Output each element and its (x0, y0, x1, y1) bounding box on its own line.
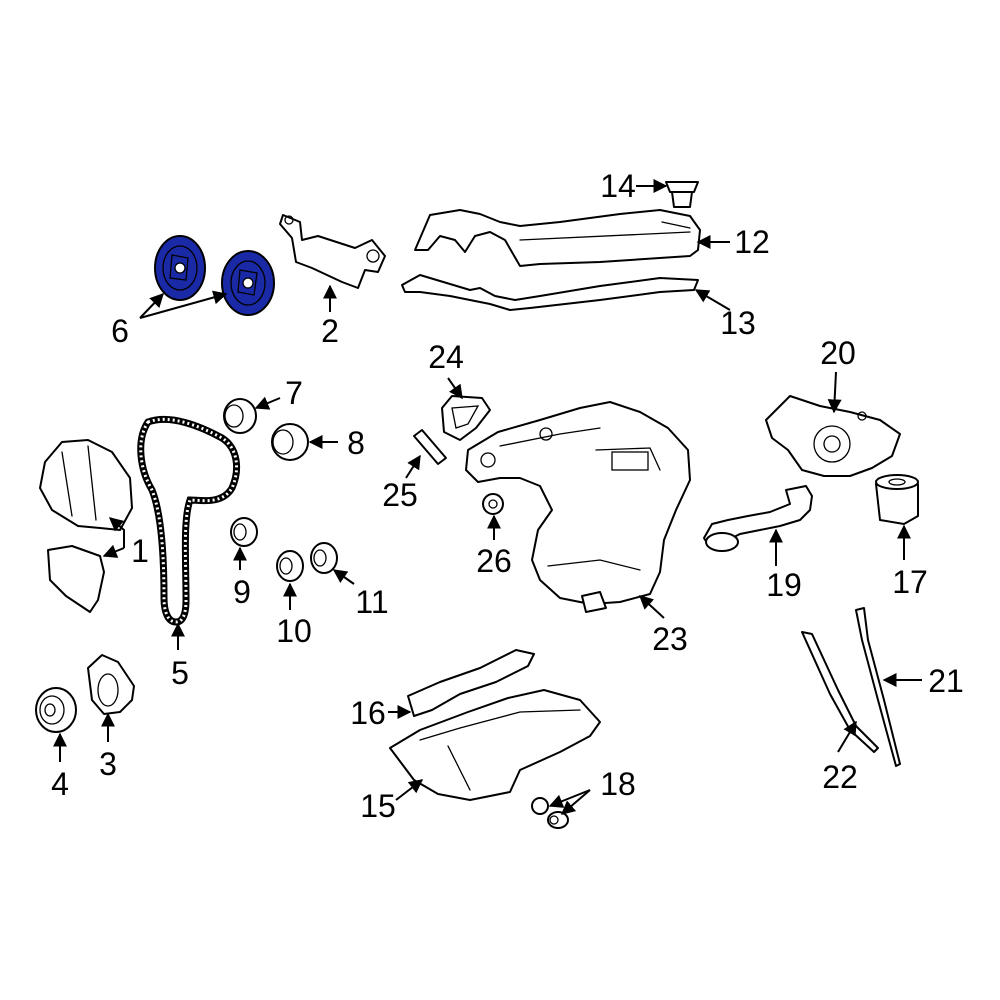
callout-25[interactable]: 25 (382, 477, 418, 513)
callout-19[interactable]: 19 (766, 567, 802, 603)
callout-8[interactable]: 8 (347, 425, 365, 461)
callout-11[interactable]: 11 (355, 584, 388, 620)
oil-filter[interactable] (875, 474, 919, 525)
callout-4[interactable]: 4 (51, 766, 69, 802)
valve-cover-gasket[interactable] (401, 274, 699, 311)
oil-pump[interactable] (765, 395, 901, 477)
oil-filler-cap[interactable] (665, 181, 699, 208)
callout-23[interactable]: 23 (652, 621, 688, 657)
stud-25[interactable] (413, 429, 447, 465)
callout-7[interactable]: 7 (285, 375, 303, 411)
timing-belt[interactable] (137, 415, 241, 626)
nut-26[interactable] (482, 493, 504, 515)
dipstick-tube[interactable] (801, 631, 879, 753)
oil-pickup-tube[interactable] (703, 485, 813, 552)
callout-1[interactable]: 1 (131, 533, 149, 569)
dipstick[interactable] (855, 607, 901, 767)
valve-cover[interactable] (414, 209, 701, 267)
callout-15[interactable]: 15 (360, 788, 396, 824)
intake-gasket[interactable] (441, 395, 491, 441)
callout-5[interactable]: 5 (171, 655, 189, 691)
leader-lines (53, 179, 922, 815)
callout-14[interactable]: 14 (600, 168, 636, 204)
drain-plug[interactable] (531, 797, 569, 829)
timing-bracket[interactable] (279, 214, 386, 289)
callout-9[interactable]: 9 (233, 574, 251, 610)
callout-26[interactable]: 26 (476, 543, 512, 579)
callout-16[interactable]: 16 (350, 695, 386, 731)
callout-18[interactable]: 18 (600, 766, 636, 802)
callout-24[interactable]: 24 (428, 339, 464, 375)
timing-cover[interactable] (39, 439, 133, 613)
callout-labels: 6 2 14 12 13 7 8 1 5 9 10 11 4 3 24 25 2… (51, 168, 964, 824)
tensioner-pulley-8[interactable] (271, 423, 309, 461)
oil-pan[interactable] (389, 689, 601, 801)
callout-10[interactable]: 10 (276, 613, 312, 649)
callout-17[interactable]: 17 (892, 564, 928, 600)
idler-pulley-7[interactable] (223, 398, 257, 434)
callout-3[interactable]: 3 (99, 746, 117, 782)
oil-pan-gasket[interactable] (407, 649, 535, 717)
intake-manifold[interactable] (465, 401, 691, 613)
callout-21[interactable]: 21 (928, 663, 964, 699)
camshaft-sprocket-left[interactable] (154, 235, 206, 301)
callout-13[interactable]: 13 (720, 305, 756, 341)
callout-22[interactable]: 22 (822, 759, 858, 795)
callout-12[interactable]: 12 (734, 224, 770, 260)
callout-6[interactable]: 6 (111, 313, 129, 349)
callout-20[interactable]: 20 (820, 335, 856, 371)
callout-2[interactable]: 2 (321, 313, 339, 349)
crank-sprocket-cover[interactable] (87, 654, 135, 715)
camshaft-sprocket-right[interactable] (221, 250, 275, 316)
spacer-11[interactable] (310, 542, 338, 574)
bearing-9[interactable] (230, 517, 258, 547)
roller-10[interactable] (276, 550, 304, 582)
crankshaft-pulley[interactable] (35, 687, 77, 733)
